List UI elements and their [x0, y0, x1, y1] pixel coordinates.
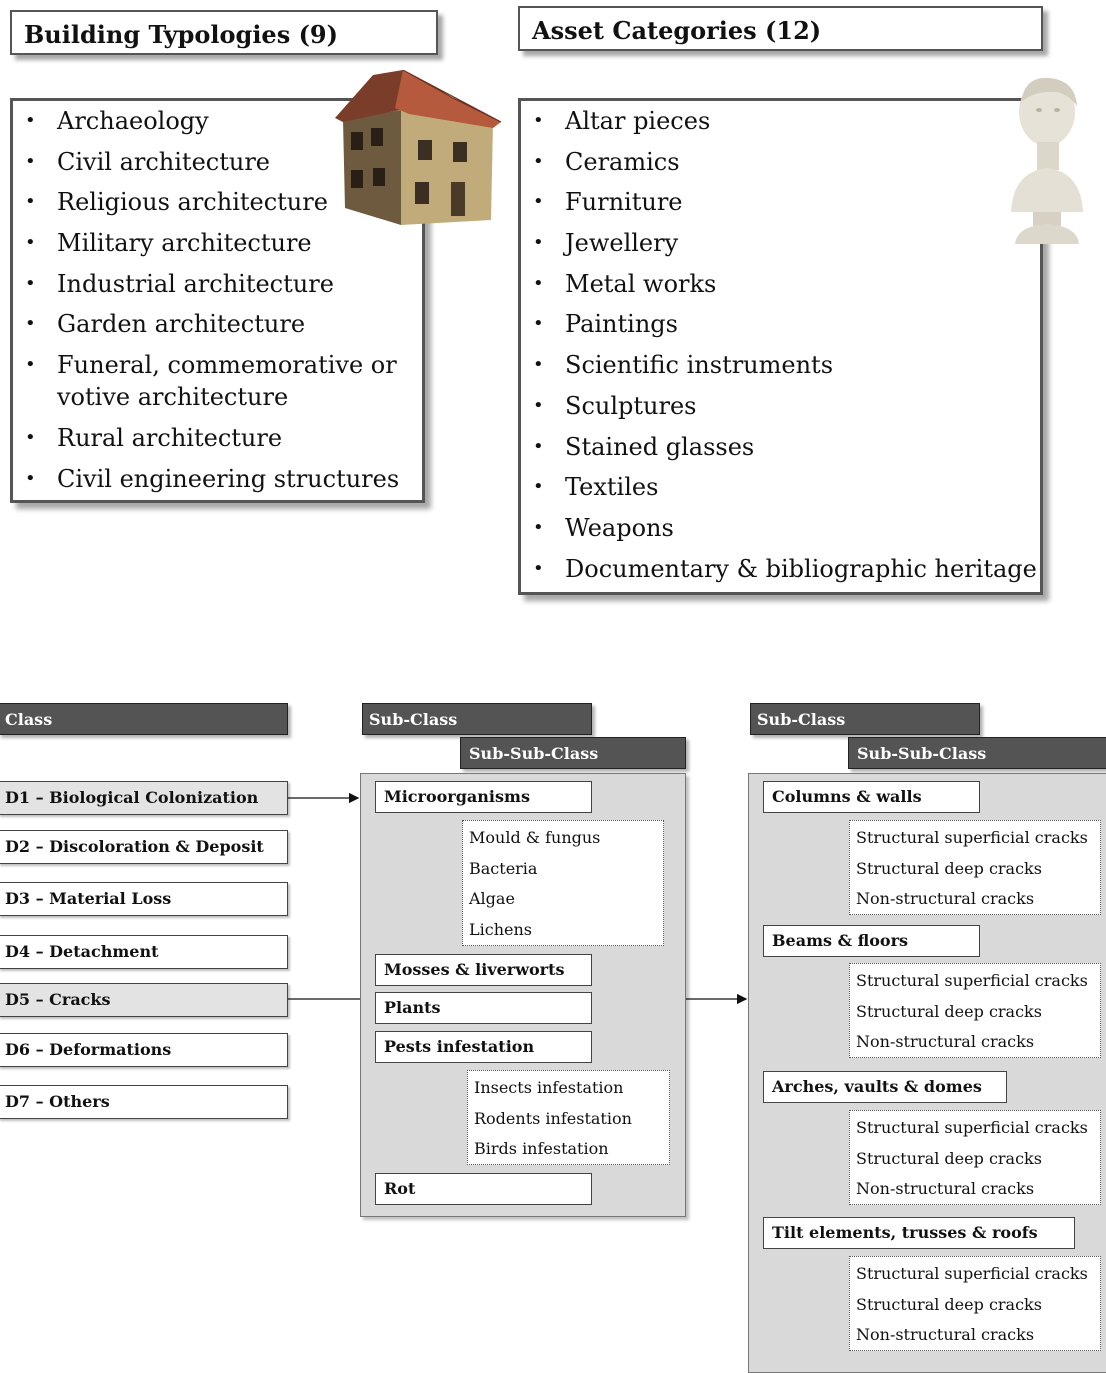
list-item: Garden architecture [13, 308, 422, 340]
columns-walls-list: Structural superficial cracks Structural… [849, 820, 1101, 915]
list-item: Ceramics [521, 146, 1040, 178]
sub-class-label: Microorganisms [384, 787, 530, 806]
class-d2[interactable]: D2 – Discoloration & Deposit [0, 830, 288, 864]
list-item: Civil architecture [13, 146, 422, 178]
list-item: Metal works [521, 268, 1040, 300]
sub-class-label: Pests infestation [384, 1037, 535, 1056]
list-item: Weapons [521, 512, 1040, 544]
class-header-label: Class [5, 710, 53, 729]
sub-class-header-label: Sub-Class [369, 710, 458, 729]
class-d7[interactable]: D7 – Others [0, 1085, 288, 1119]
sub-sub-class-item[interactable]: Structural superficial cracks [856, 1264, 1088, 1283]
class-label: D6 – Deformations [5, 1040, 172, 1059]
sub-class-label: Rot [384, 1179, 416, 1198]
list-item: Furniture [521, 186, 1040, 218]
class-d3[interactable]: D3 – Material Loss [0, 882, 288, 916]
list-item: Military architecture [13, 227, 422, 259]
sub-class-beams-floors[interactable]: Beams & floors [763, 925, 980, 957]
list-item: Sculptures [521, 390, 1040, 422]
list-item: Jewellery [521, 227, 1040, 259]
list-item: Stained glasses [521, 431, 1040, 463]
list-item: Funeral, commemorative or votive archite… [13, 349, 422, 413]
sub-sub-class-header-label: Sub-Sub-Class [857, 744, 987, 763]
arches-vaults-domes-list: Structural superficial cracks Structural… [849, 1110, 1101, 1205]
sub-sub-class-item[interactable]: Lichens [469, 919, 532, 939]
class-label: D5 – Cracks [5, 990, 111, 1009]
pests-list: Insects infestation Rodents infestation … [467, 1070, 670, 1165]
sub-sub-class-item[interactable]: Bacteria [469, 858, 538, 878]
class-label: D3 – Material Loss [5, 889, 172, 908]
sub-class-label: Columns & walls [772, 787, 922, 806]
sub-class-pests[interactable]: Pests infestation [375, 1031, 592, 1063]
sub-class-header-cracks: Sub-Class [750, 703, 980, 735]
statue-bust-icon [1003, 72, 1088, 252]
sub-sub-class-item[interactable]: Non-structural cracks [856, 1032, 1035, 1051]
list-item: Industrial architecture [13, 268, 422, 300]
sub-class-label: Tilt elements, trusses & roofs [772, 1223, 1038, 1242]
list-item: Rural architecture [13, 422, 422, 454]
list-item: Documentary & bibliographic heritage [521, 553, 1040, 585]
sub-class-arches-vaults-domes[interactable]: Arches, vaults & domes [763, 1071, 1007, 1103]
sub-sub-class-item[interactable]: Structural superficial cracks [856, 971, 1088, 990]
list-item: Altar pieces [521, 105, 1040, 137]
sub-class-plants[interactable]: Plants [375, 992, 592, 1024]
sub-sub-class-item[interactable]: Structural superficial cracks [856, 1118, 1088, 1137]
sub-sub-class-header-cracks: Sub-Sub-Class [848, 737, 1106, 769]
sub-sub-class-item[interactable]: Structural deep cracks [856, 1001, 1042, 1021]
sub-class-header-bio: Sub-Class [362, 703, 592, 735]
sub-sub-class-item[interactable]: Mould & fungus [469, 828, 601, 847]
sub-sub-class-item[interactable]: Non-structural cracks [856, 1179, 1035, 1198]
class-label: D2 – Discoloration & Deposit [5, 837, 264, 856]
list-item: Archaeology [13, 105, 422, 137]
sub-class-label: Mosses & liverworts [384, 960, 565, 979]
list-item: Textiles [521, 471, 1040, 503]
sub-class-columns-walls[interactable]: Columns & walls [763, 781, 980, 813]
microorganisms-list: Mould & fungus Bacteria Algae Lichens [462, 820, 664, 946]
sub-class-label: Arches, vaults & domes [772, 1077, 982, 1096]
sub-sub-class-item[interactable]: Non-structural cracks [856, 1325, 1035, 1344]
list-item: Religious architecture [13, 186, 422, 218]
building-typologies-title-text: Building Typologies (9) [24, 20, 338, 49]
sub-sub-class-item[interactable]: Insects infestation [474, 1078, 624, 1097]
asset-categories-list: Altar pieces Ceramics Furniture Jeweller… [518, 98, 1043, 595]
building-typologies-list: Archaeology Civil architecture Religious… [10, 98, 425, 503]
sub-sub-class-item[interactable]: Structural superficial cracks [856, 828, 1088, 847]
tilt-trusses-roofs-list: Structural superficial cracks Structural… [849, 1256, 1101, 1351]
sub-class-header-label: Sub-Class [757, 710, 846, 729]
sub-sub-class-item[interactable]: Structural deep cracks [856, 1148, 1042, 1168]
sub-class-label: Beams & floors [772, 931, 909, 950]
list-item: Paintings [521, 308, 1040, 340]
beams-floors-list: Structural superficial cracks Structural… [849, 963, 1101, 1058]
asset-categories-title-text: Asset Categories (12) [532, 16, 822, 45]
sub-sub-class-item[interactable]: Non-structural cracks [856, 889, 1035, 908]
sub-sub-class-item[interactable]: Structural deep cracks [856, 1294, 1042, 1314]
building-typologies-title: Building Typologies (9) [10, 10, 438, 55]
sub-class-mosses[interactable]: Mosses & liverworts [375, 954, 592, 986]
asset-categories-title: Asset Categories (12) [518, 6, 1043, 51]
sub-sub-class-item[interactable]: Rodents infestation [474, 1108, 632, 1128]
class-label: D1 – Biological Colonization [5, 788, 259, 807]
sub-sub-class-item[interactable]: Structural deep cracks [856, 858, 1042, 878]
sub-class-tilt-trusses-roofs[interactable]: Tilt elements, trusses & roofs [763, 1217, 1075, 1249]
list-item: Scientific instruments [521, 349, 1040, 381]
sub-sub-class-item[interactable]: Algae [469, 889, 515, 908]
sub-class-label: Plants [384, 998, 441, 1017]
sub-class-microorganisms[interactable]: Microorganisms [375, 781, 592, 813]
list-item: Civil engineering structures [13, 463, 422, 495]
class-d4[interactable]: D4 – Detachment [0, 935, 288, 969]
sub-sub-class-header-label: Sub-Sub-Class [469, 744, 599, 763]
class-label: D4 – Detachment [5, 942, 159, 961]
class-d6[interactable]: D6 – Deformations [0, 1033, 288, 1067]
house-icon [333, 69, 503, 235]
sub-class-rot[interactable]: Rot [375, 1173, 592, 1205]
sub-sub-class-item[interactable]: Birds infestation [474, 1139, 609, 1158]
class-d1[interactable]: D1 – Biological Colonization [0, 781, 288, 815]
class-label: D7 – Others [5, 1092, 110, 1111]
class-d5[interactable]: D5 – Cracks [0, 983, 288, 1017]
class-header: Class [0, 703, 288, 735]
sub-sub-class-header-bio: Sub-Sub-Class [460, 737, 686, 769]
